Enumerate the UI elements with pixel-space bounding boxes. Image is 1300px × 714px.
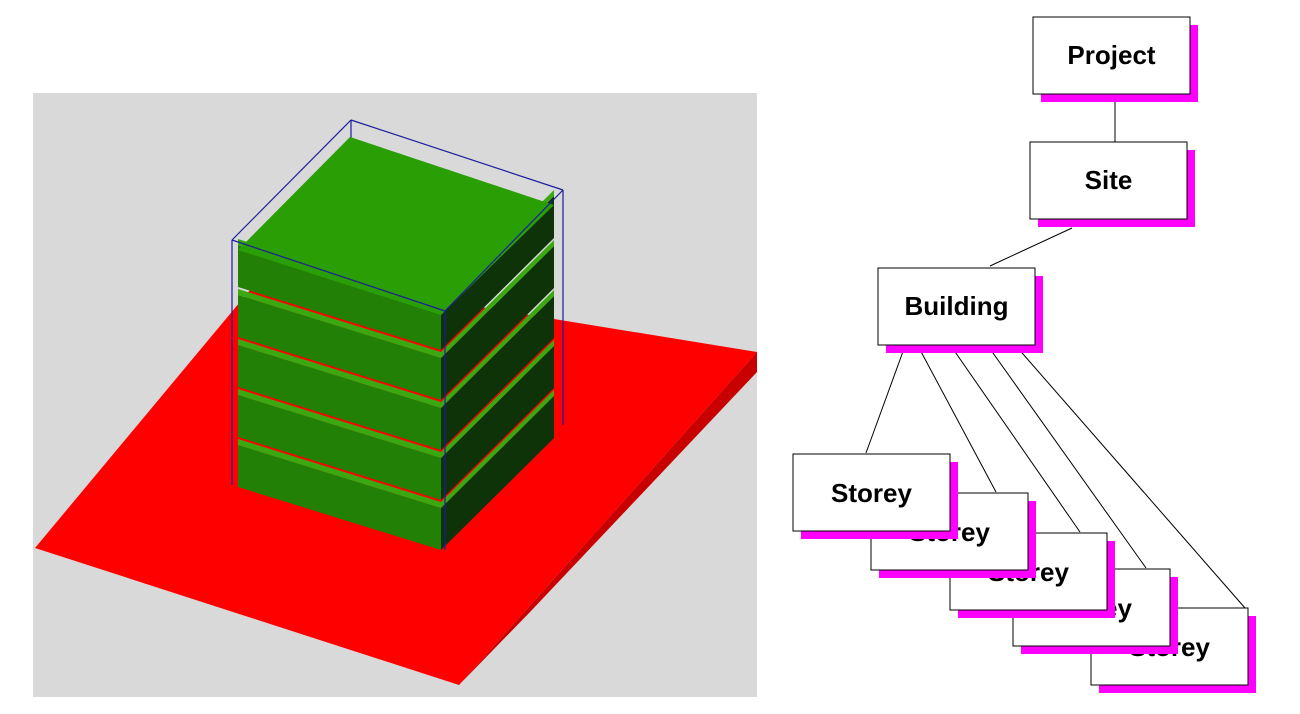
bounding-box-front	[231, 189, 564, 550]
node-box	[877, 267, 1036, 346]
storey-node-1: Storey	[792, 453, 958, 539]
storey-slab	[238, 340, 554, 500]
connector-building-storey-2	[917, 345, 997, 493]
model-view-panel	[33, 93, 757, 697]
roof-top-face	[238, 137, 554, 315]
storey-slab	[238, 390, 554, 550]
storey-side-face	[441, 246, 554, 400]
connector-building-storey-3	[950, 345, 1081, 533]
storey-side-face	[441, 346, 554, 500]
storey-side-face	[441, 196, 554, 350]
storey-slab	[238, 190, 554, 350]
connectors	[865, 93, 1246, 609]
node-box	[792, 453, 951, 532]
building-label: Building	[905, 291, 1009, 321]
storey-front-face	[238, 445, 441, 550]
storey-slab	[238, 240, 554, 400]
site-slab-edge	[459, 352, 757, 685]
project-node: Project	[1032, 16, 1198, 102]
storey-front-face	[238, 245, 441, 350]
storey-stack	[238, 190, 554, 550]
connector-building-storey-5	[1015, 345, 1246, 609]
node-box	[1029, 141, 1188, 220]
hierarchy-diagram: Storey Storey Storey Storey Storey Build…	[792, 16, 1256, 693]
site-label: Site	[1085, 165, 1133, 195]
storey-label: Storey	[831, 478, 912, 508]
connector-building-storey-1	[865, 345, 906, 454]
connector-site-building	[989, 227, 1073, 267]
project-label: Project	[1067, 40, 1155, 70]
storey-front-face	[238, 295, 441, 400]
storey-slab	[238, 290, 554, 450]
storey-front-face	[238, 345, 441, 450]
connector-building-storey-4	[987, 345, 1147, 569]
building-node: Building	[877, 267, 1043, 353]
site-node: Site	[1029, 141, 1195, 227]
storey-side-face	[441, 396, 554, 550]
storey-front-face	[238, 395, 441, 500]
node-box	[1032, 16, 1191, 95]
storey-side-face	[441, 296, 554, 450]
